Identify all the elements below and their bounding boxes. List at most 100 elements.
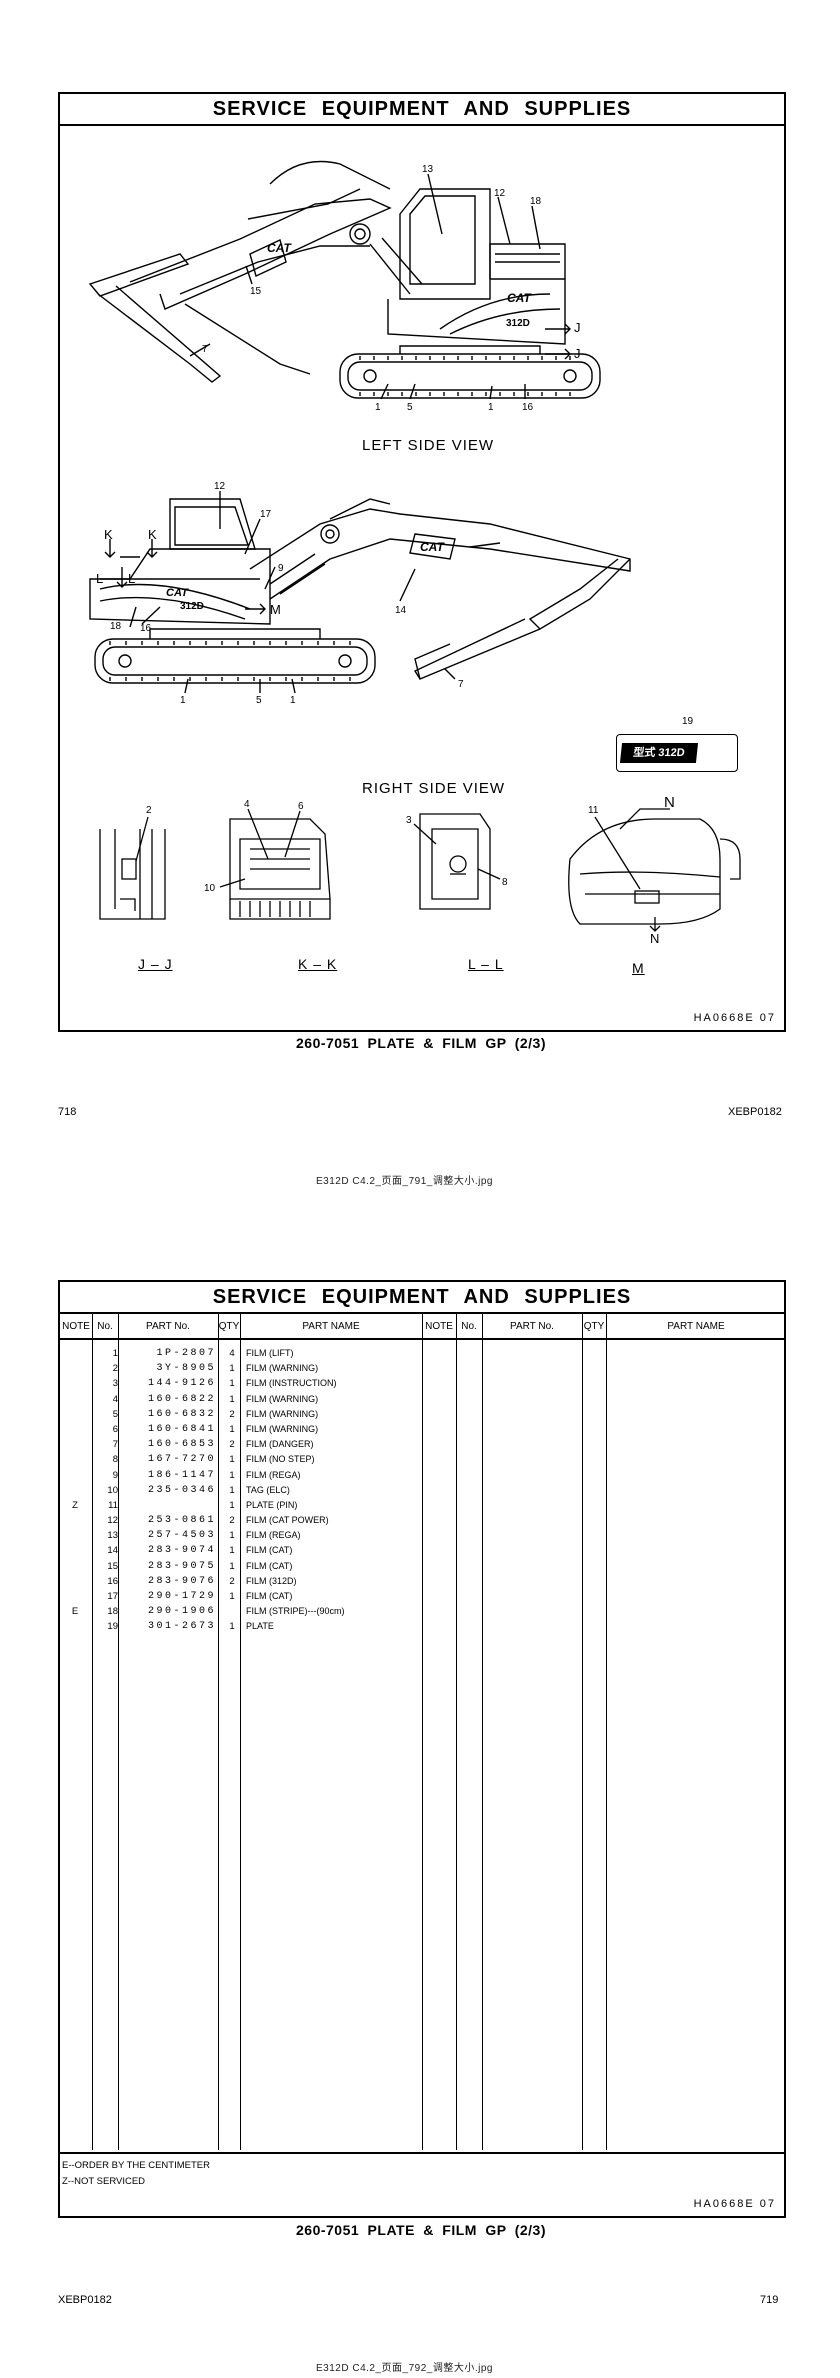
callout-right-1b: 1 — [290, 695, 296, 706]
callout-detail-3: 3 — [406, 815, 412, 826]
cat-decal-label: CAT — [267, 241, 292, 255]
col-note-left: NOTE — [62, 1321, 90, 1332]
cell-name: FILM (WARNING) — [246, 1408, 319, 1419]
callout-right-m: M — [270, 602, 281, 617]
left-side-view-drawing: CAT CAT 312D 13 12 18 15 7 1 5 1 16 J J — [88, 160, 601, 413]
col-part-left: PART No. — [146, 1321, 190, 1332]
cell-no: 8 — [112, 1454, 118, 1466]
cell-no: 19 — [107, 1621, 118, 1633]
callout-left-j1: J — [574, 320, 581, 335]
cell-no: 15 — [107, 1560, 118, 1572]
cell-name: PLATE (PIN) — [246, 1499, 298, 1510]
cell-name: FILM (REGA) — [246, 1469, 301, 1480]
cell-qty: 1 — [229, 1469, 235, 1481]
left-side-view-label: LEFT SIDE VIEW — [362, 437, 495, 454]
divider — [606, 1314, 607, 2150]
cell-qty: 1 — [229, 1530, 235, 1542]
cell-name: FILM (NO STEP) — [246, 1454, 315, 1465]
section-k-k: K – K — [298, 956, 338, 972]
cell-part: 186-1147 — [147, 1469, 216, 1481]
cell-name: PLATE — [246, 1621, 274, 1632]
cell-part: 253-0861 — [147, 1515, 216, 1527]
cell-part: 3Y-8905 — [156, 1363, 216, 1375]
cell-part: 235-0346 — [147, 1484, 216, 1496]
table-row: 13 257-4503 1 FILM (REGA) — [60, 1528, 784, 1543]
callout-left-13: 13 — [422, 164, 434, 175]
n-label: N — [664, 794, 675, 811]
callout-detail-8: 8 — [502, 877, 508, 888]
cell-qty: 2 — [229, 1439, 235, 1451]
col-note-right: NOTE — [425, 1321, 453, 1332]
col-qty-right: QTY — [583, 1321, 605, 1332]
cell-name: FILM (CAT POWER) — [246, 1515, 329, 1526]
cell-part: 283-9074 — [147, 1545, 216, 1557]
cell-name: FILM (CAT) — [246, 1560, 293, 1571]
cell-part: 257-4503 — [147, 1530, 216, 1542]
cell-no: 18 — [107, 1606, 118, 1618]
cell-no: 16 — [107, 1575, 118, 1587]
col-part-right: PART No. — [510, 1321, 554, 1332]
callout-right-k2: K — [148, 527, 157, 542]
cell-name: FILM (CAT) — [246, 1545, 293, 1556]
note-e: E--ORDER BY THE CENTIMETER — [62, 2160, 210, 2171]
svg-text:CAT: CAT — [507, 291, 532, 305]
callout-right-18: 18 — [110, 621, 122, 632]
callout-right-9: 9 — [278, 563, 284, 574]
cell-qty: 1 — [229, 1454, 235, 1466]
callout-right-16: 16 — [140, 623, 152, 634]
callout-left-1a: 1 — [375, 402, 381, 413]
model-decal-label: 312D — [506, 318, 530, 329]
cell-no: 11 — [108, 1499, 118, 1511]
page1-file-caption: E312D C4.2_页面_791_调整大小.jpg — [316, 1176, 493, 1187]
page1-title: SERVICE EQUIPMENT AND SUPPLIES — [60, 94, 784, 126]
col-name-left: PART NAME — [302, 1321, 360, 1332]
callout-right-14: 14 — [395, 605, 407, 616]
cell-no: 6 — [112, 1423, 118, 1435]
cell-name: FILM (REGA) — [246, 1530, 301, 1541]
cell-part: 290-1729 — [147, 1591, 216, 1602]
cell-name: FILM (STRIPE)---(90cm) — [246, 1606, 345, 1617]
page2-file-caption: E312D C4.2_页面_792_调整大小.jpg — [316, 2363, 493, 2374]
cell-qty: 2 — [229, 1575, 235, 1587]
callout-left-1b: 1 — [488, 402, 494, 413]
callout-detail-4: 4 — [244, 799, 250, 810]
parts-notes: E--ORDER BY THE CENTIMETER Z--NOT SERVIC… — [60, 2152, 784, 2194]
cell-part: 283-9075 — [147, 1560, 216, 1572]
cell-no: 13 — [107, 1530, 118, 1542]
cell-part: 160-6822 — [147, 1393, 216, 1405]
callout-left-12: 12 — [494, 188, 506, 199]
cell-no: 17 — [107, 1591, 118, 1602]
page1-frame: SERVICE EQUIPMENT AND SUPPLIES — [58, 92, 786, 1032]
callout-right-l1: L — [96, 571, 103, 586]
callout-detail-6: 6 — [298, 801, 304, 812]
divider — [422, 1314, 423, 2150]
callout-right-12: 12 — [214, 481, 226, 492]
cell-part: 167-7270 — [147, 1454, 216, 1466]
cell-name: FILM (INSTRUCTION) — [246, 1378, 337, 1389]
cell-qty: 1 — [229, 1499, 235, 1511]
cell-name: FILM (DANGER) — [246, 1439, 314, 1450]
cell-no: 10 — [107, 1484, 118, 1496]
divider — [218, 1314, 219, 2150]
cell-no: 7 — [112, 1439, 118, 1451]
cell-name: FILM (WARNING) — [246, 1423, 319, 1434]
callout-left-j2: J — [574, 346, 581, 361]
cell-part: 160-6853 — [147, 1439, 216, 1451]
divider — [482, 1314, 483, 2150]
divider — [92, 1314, 93, 2150]
cell-qty: 1 — [229, 1591, 235, 1602]
col-qty-left: QTY — [218, 1321, 240, 1332]
callout-left-16: 16 — [522, 402, 534, 413]
note-z: Z--NOT SERVICED — [62, 2176, 146, 2187]
cell-part: 144-9126 — [147, 1378, 216, 1390]
callout-right-5: 5 — [256, 695, 262, 706]
